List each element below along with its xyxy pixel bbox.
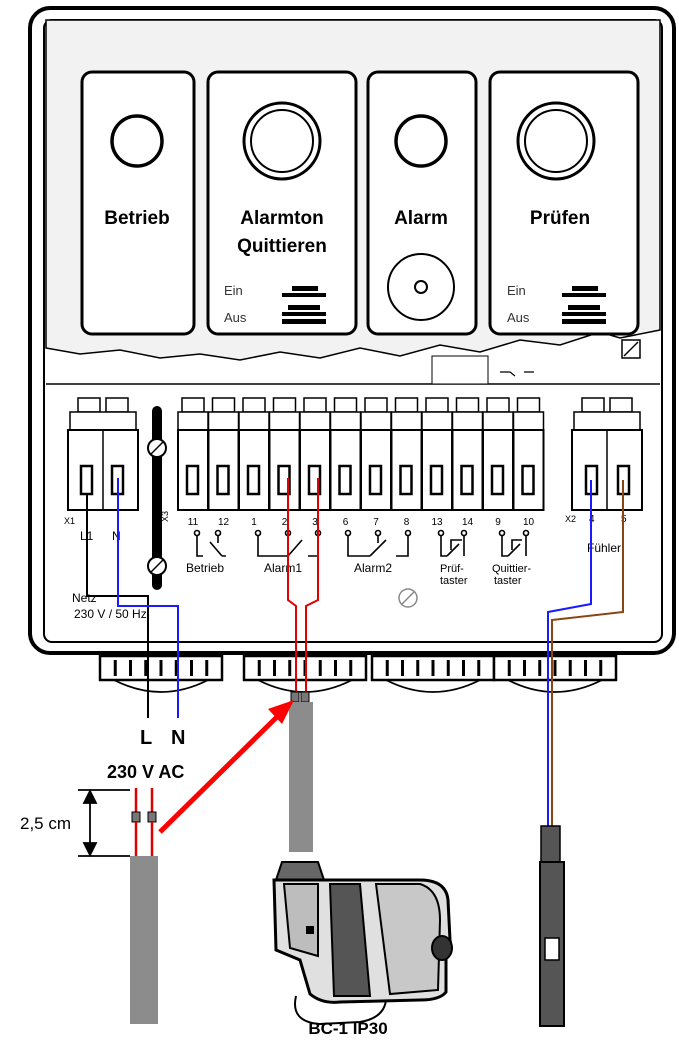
group-label: taster	[494, 575, 522, 587]
terminal-number: 12	[218, 517, 230, 528]
terminal-id: X3	[160, 511, 170, 522]
group-label: taster	[440, 575, 468, 587]
switch-on-label: Ein	[224, 283, 243, 298]
switch-off-label: Aus	[224, 310, 247, 325]
button-alarm[interactable]: Alarm	[366, 70, 478, 336]
terminal-x3-7: 7	[360, 397, 392, 528]
terminal-number: 2	[282, 517, 288, 528]
switch-on-label: Ein	[507, 283, 526, 298]
supply-label: 230 V AC	[107, 762, 184, 782]
fuehler-label: Fühler	[587, 541, 621, 555]
button-label: Alarmton	[240, 208, 323, 229]
button-label: Quittieren	[237, 236, 327, 257]
alarm-cable	[289, 691, 313, 852]
button-label: Alarm	[394, 208, 448, 229]
terminal-x3-14: 14	[451, 397, 484, 528]
terminal-number: 3	[312, 517, 318, 528]
terminal-x3-8: 8	[390, 397, 423, 528]
cable-gland	[98, 654, 224, 693]
group-label: Alarm2	[354, 561, 392, 575]
device-label: BC-1 IP30	[308, 1019, 387, 1038]
switch-icon	[282, 286, 326, 324]
terminal-number: 8	[404, 517, 410, 528]
terminal-number: 9	[495, 517, 501, 528]
button-pruefen[interactable]: Prüfen Ein Aus	[488, 70, 640, 336]
mounting-screw-icon	[398, 588, 418, 608]
wire-sensor-blue	[547, 480, 592, 828]
group-label: Betrieb	[186, 561, 224, 575]
terminal-block-x1: X1 L1 N	[64, 397, 139, 543]
terminal-x3-10: 10	[512, 397, 545, 528]
wire-alarm1-a	[287, 478, 297, 700]
terminal-number: 10	[523, 517, 535, 528]
terminal-number: 13	[431, 517, 443, 528]
temperature-sensor	[539, 825, 565, 1027]
supply-cable	[130, 788, 158, 1024]
bc1-device	[272, 861, 453, 1026]
terminal-number: 7	[373, 517, 379, 528]
group-label: Quittier-	[492, 563, 531, 575]
group-label: Prüf-	[440, 563, 464, 575]
phase-label: L	[140, 727, 152, 749]
button-label: Betrieb	[104, 208, 169, 229]
wire-N	[117, 478, 179, 718]
terminal-x3-6: 6	[329, 397, 362, 528]
circuit-board	[46, 339, 660, 385]
button-label: Prüfen	[530, 208, 590, 229]
switch-icon	[562, 286, 606, 324]
dimension-marker	[78, 788, 130, 858]
terminal-number: 6	[343, 517, 349, 528]
terminal-id: X2	[565, 514, 576, 524]
terminal-x3-12: 12	[207, 397, 240, 528]
terminal-pin-label: N	[112, 529, 121, 543]
terminal-x3-1: 1	[238, 397, 270, 528]
netz-voltage-label: 230 V / 50 Hz	[74, 607, 147, 621]
terminal-block-x2: X2 4 5 Fühler	[565, 397, 643, 555]
terminal-x3-3: 3	[299, 397, 331, 528]
terminal-x3-11: 11	[177, 397, 209, 528]
strip-length-label: 2,5 cm	[20, 814, 71, 833]
wire-sensor-brown	[551, 480, 624, 828]
cable-gland	[492, 654, 618, 693]
divider-post	[147, 406, 167, 590]
terminal-number: 11	[188, 517, 199, 528]
terminal-number: 1	[251, 517, 257, 528]
netz-label: Netz	[72, 591, 97, 605]
wires	[86, 478, 624, 828]
terminal-x3-9: 9	[482, 397, 514, 528]
button-betrieb[interactable]: Betrieb	[80, 70, 196, 336]
terminal-x3-2: 2	[268, 397, 301, 528]
arrow-icon	[158, 700, 294, 834]
terminal-id: X1	[64, 516, 75, 526]
cable-gland	[370, 654, 496, 693]
terminal-number: 14	[462, 517, 474, 528]
group-label: Alarm1	[264, 561, 302, 575]
wire-alarm1-b	[305, 478, 319, 700]
button-alarmton-quittieren[interactable]: Alarmton Quittieren Ein Aus	[206, 70, 358, 336]
neutral-label: N	[171, 727, 185, 749]
switch-off-label: Aus	[507, 310, 530, 325]
terminal-x3-13: 13	[421, 397, 453, 528]
